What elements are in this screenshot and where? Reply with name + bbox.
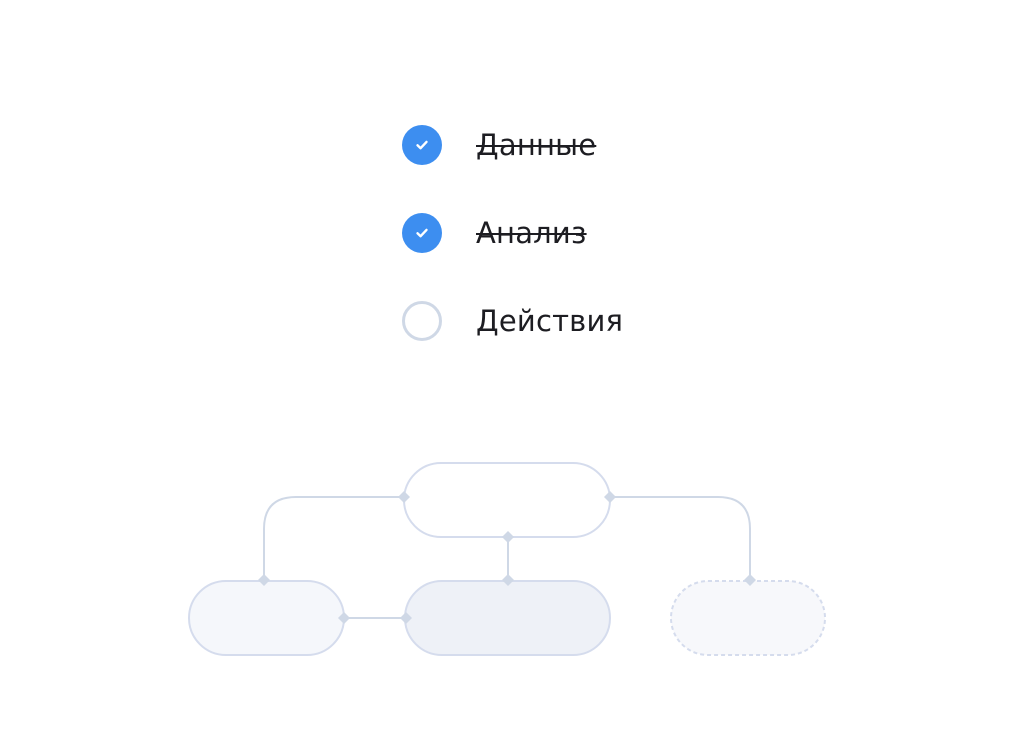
connector-dot-icon — [502, 531, 514, 543]
connector-dot-icon — [338, 612, 350, 624]
connector-dot-icon — [258, 574, 270, 586]
connector-dot-icon — [398, 491, 410, 503]
connector-top-right — [610, 496, 751, 580]
connector-dot-icon — [400, 612, 412, 624]
connector-top-left — [263, 496, 404, 580]
center-node[interactable] — [404, 580, 611, 656]
checklist-item-label: Данные — [476, 128, 597, 162]
checkmark-icon — [416, 140, 428, 150]
placeholder-node[interactable] — [670, 580, 826, 656]
checklist-item-actions[interactable]: Действия — [402, 301, 722, 341]
checklist-item-label: Анализ — [476, 216, 587, 250]
checklist-item-label: Действия — [476, 304, 624, 338]
root-node[interactable] — [403, 462, 611, 538]
checked-circle-icon[interactable] — [402, 125, 442, 165]
connector-dot-icon — [744, 574, 756, 586]
checked-circle-icon[interactable] — [402, 213, 442, 253]
checklist-item-data[interactable]: Данные — [402, 125, 722, 165]
checkmark-icon — [416, 228, 428, 238]
connector-dot-icon — [502, 574, 514, 586]
left-node[interactable] — [188, 580, 345, 656]
connector-dot-icon — [604, 491, 616, 503]
empty-circle-icon[interactable] — [402, 301, 442, 341]
checklist-item-analysis[interactable]: Анализ — [402, 213, 722, 253]
